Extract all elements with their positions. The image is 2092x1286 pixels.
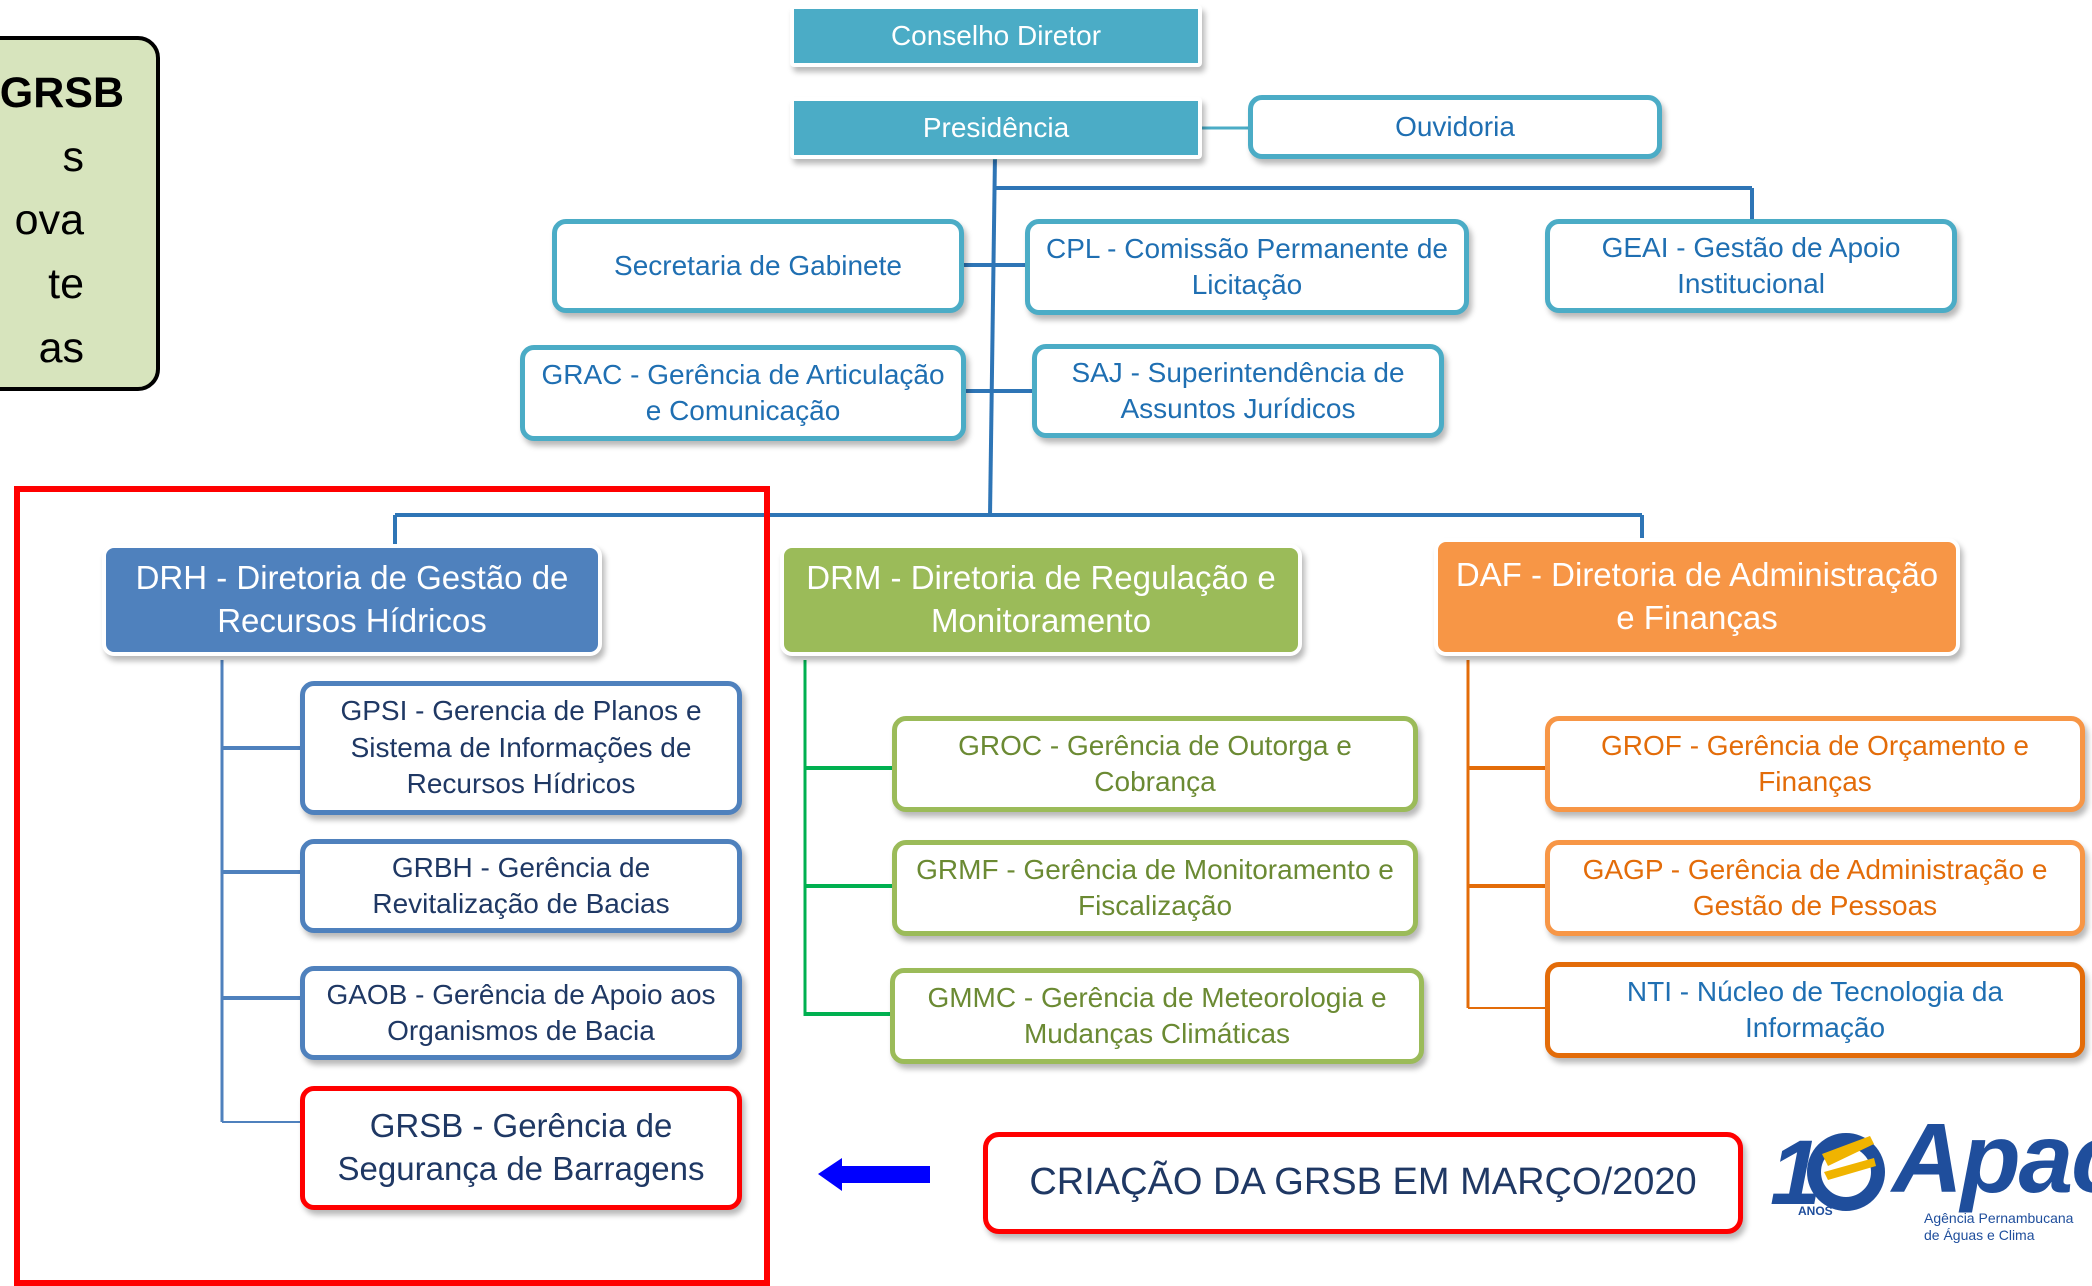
note-box: GRSB s ova te as bbox=[0, 36, 160, 391]
logo-anos: ANOS bbox=[1798, 1204, 1833, 1218]
blue-arrow-icon bbox=[818, 1158, 930, 1191]
node-gagp: GAGP - Gerência de Administração e Gestã… bbox=[1545, 840, 2085, 936]
node-grof: GROF - Gerência de Orçamento e Finanças bbox=[1545, 716, 2085, 812]
node-grac: GRAC - Gerência de Articulação e Comunic… bbox=[520, 345, 966, 441]
node-secretaria-gabinete: Secretaria de Gabinete bbox=[552, 219, 964, 313]
node-drm: DRM - Diretoria de Regulação e Monitoram… bbox=[780, 544, 1302, 656]
note-line-3: ova bbox=[14, 196, 84, 245]
node-geai: GEAI - Gestão de Apoio Institucional bbox=[1545, 219, 1957, 313]
note-line-2: s bbox=[62, 132, 85, 181]
node-groc: GROC - Gerência de Outorga e Cobrança bbox=[892, 716, 1418, 812]
callout-criacao-grsb: CRIAÇÃO DA GRSB EM MARÇO/2020 bbox=[983, 1132, 1743, 1234]
node-gmmc: GMMC - Gerência de Meteorologia e Mudanç… bbox=[890, 968, 1424, 1064]
node-gpsi: GPSI - Gerencia de Planos e Sistema de I… bbox=[300, 681, 742, 815]
connector-lines bbox=[220, 100, 1754, 1191]
node-saj: SAJ - Superintendência de Assuntos Juríd… bbox=[1032, 344, 1444, 438]
note-line-4: te bbox=[48, 259, 84, 308]
note-line-5: as bbox=[38, 323, 84, 372]
node-ouvidoria: Ouvidoria bbox=[1248, 95, 1662, 159]
node-gaob: GAOB - Gerência de Apoio aos Organismos … bbox=[300, 966, 742, 1060]
node-grbh: GRBH - Gerência de Revitalização de Baci… bbox=[300, 839, 742, 933]
node-presidencia: Presidência bbox=[790, 97, 1202, 159]
note-line-1: GRSB bbox=[0, 69, 124, 117]
node-cpl: CPL - Comissão Permanente de Licitação bbox=[1025, 219, 1469, 315]
node-conselho-diretor: Conselho Diretor bbox=[790, 5, 1202, 67]
node-daf: DAF - Diretoria de Administração e Finan… bbox=[1434, 538, 1960, 656]
node-nti: NTI - Núcleo de Tecnologia da Informação bbox=[1545, 962, 2085, 1058]
apac-logo: 1 ANOS Apac Agência Pernambucana de Água… bbox=[1762, 1103, 2092, 1260]
node-drh: DRH - Diretoria de Gestão de Recursos Hí… bbox=[102, 544, 602, 656]
logo-wordmark: Apac bbox=[1892, 1103, 2092, 1213]
logo-tagline: Agência Pernambucana de Águas e Clima bbox=[1924, 1210, 2074, 1243]
node-grsb: GRSB - Gerência de Segurança de Barragen… bbox=[300, 1086, 742, 1210]
apac-10-emblem-icon: 1 bbox=[1770, 1122, 1885, 1224]
node-grmf: GRMF - Gerência de Monitoramento e Fisca… bbox=[892, 840, 1418, 936]
